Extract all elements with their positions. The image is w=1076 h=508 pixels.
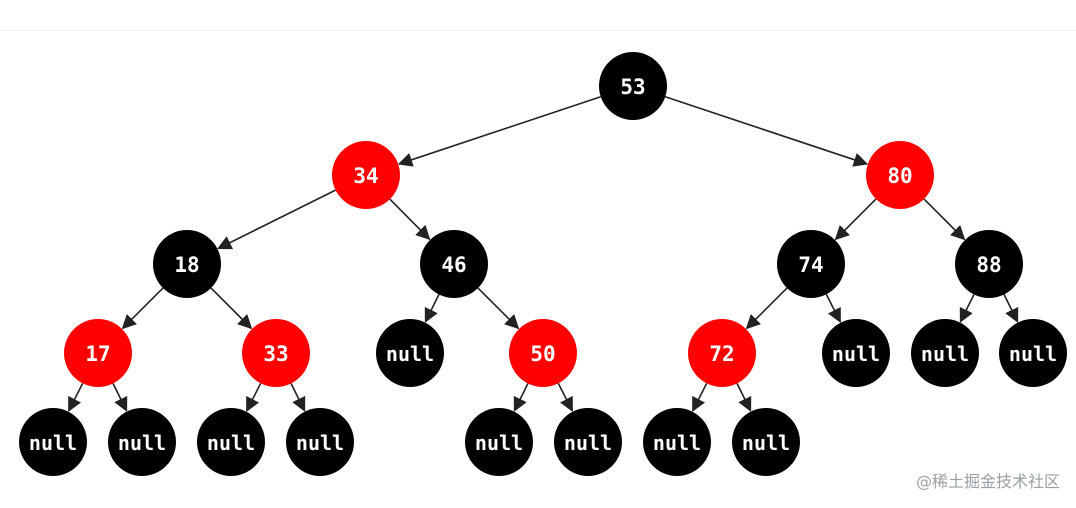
node-circle-n88l xyxy=(911,319,979,387)
edge-n88-n88r xyxy=(1003,294,1019,323)
tree-node-n17l: null xyxy=(19,408,87,476)
top-band xyxy=(0,0,1076,31)
node-circle-n18 xyxy=(153,230,221,298)
edge-n74-n72 xyxy=(745,287,788,330)
tree-node-n34: 34 xyxy=(332,141,400,209)
tree-node-n33: 33 xyxy=(242,319,310,387)
edge-n46-n50 xyxy=(477,287,520,330)
node-circle-n74r xyxy=(822,319,890,387)
node-label-n72: 72 xyxy=(709,342,734,366)
node-label-n50l: null xyxy=(475,431,523,455)
tree-node-n33r: null xyxy=(286,408,354,476)
node-label-n33l: null xyxy=(207,431,255,455)
edge-n74-n74r xyxy=(825,293,841,324)
tree-node-n46l: null xyxy=(376,319,444,387)
node-circle-n17r xyxy=(108,408,176,476)
tree-node-n74r: null xyxy=(822,319,890,387)
node-circle-n72l xyxy=(643,408,711,476)
edge-n88-n88l xyxy=(959,294,975,323)
edge-n50-n50l xyxy=(513,383,529,412)
edge-n46-n46l xyxy=(424,294,440,323)
tree-node-n72r: null xyxy=(732,408,800,476)
edge-n72-n72l xyxy=(692,382,708,413)
node-label-n50: 50 xyxy=(530,342,555,366)
tree-node-n18: 18 xyxy=(153,230,221,298)
tree-node-n50l: null xyxy=(465,408,533,476)
edge-n33-n33r xyxy=(290,383,306,412)
tree-node-n88l: null xyxy=(911,319,979,387)
edge-n50-n50r xyxy=(557,382,573,413)
node-label-n72l: null xyxy=(653,431,701,455)
edge-n18-n17 xyxy=(121,287,164,330)
node-circle-n53 xyxy=(599,52,667,120)
node-circle-n50l xyxy=(465,408,533,476)
edge-n17-n17l xyxy=(68,382,84,413)
edges-layer xyxy=(68,95,1019,413)
node-label-n50r: null xyxy=(564,431,612,455)
node-label-n53: 53 xyxy=(620,75,645,99)
node-label-n33r: null xyxy=(296,431,344,455)
node-circle-n72r xyxy=(732,408,800,476)
edge-n80-n74 xyxy=(834,198,877,241)
edge-n17-n17r xyxy=(112,383,128,412)
tree-node-n17r: null xyxy=(108,408,176,476)
node-circle-n17l xyxy=(19,408,87,476)
tree-node-n80: 80 xyxy=(866,141,934,209)
node-label-n88: 88 xyxy=(976,253,1001,277)
node-label-n34: 34 xyxy=(353,164,378,188)
tree-node-n74: 74 xyxy=(777,230,845,298)
tree-node-n88: 88 xyxy=(955,230,1023,298)
node-label-n17r: null xyxy=(118,431,166,455)
edge-n53-n80 xyxy=(665,95,869,167)
watermark: @稀土掘金技术社区 xyxy=(915,472,1060,491)
tree-node-n46: 46 xyxy=(420,230,488,298)
node-label-n74: 74 xyxy=(798,253,823,277)
node-label-n46: 46 xyxy=(441,253,466,277)
node-circle-n17 xyxy=(64,319,132,387)
node-circle-n50r xyxy=(554,408,622,476)
edge-n80-n88 xyxy=(923,198,966,241)
node-circle-n46 xyxy=(420,230,488,298)
node-circle-n88 xyxy=(955,230,1023,298)
node-label-n33: 33 xyxy=(263,342,288,366)
tree-node-n50r: null xyxy=(554,408,622,476)
edge-n53-n34 xyxy=(397,95,601,167)
edge-n18-n33 xyxy=(210,287,253,330)
node-circle-n88r xyxy=(999,319,1067,387)
tree-node-n50: 50 xyxy=(509,319,577,387)
node-circle-n33 xyxy=(242,319,310,387)
node-label-n88r: null xyxy=(1009,342,1057,366)
node-label-n18: 18 xyxy=(174,253,199,277)
nodes-layer: 53 34 80 18 46 74 88 17 33 null 50 72 null null null nu… xyxy=(19,52,1067,476)
node-circle-n33r xyxy=(286,408,354,476)
tree-node-n17: 17 xyxy=(64,319,132,387)
edge-n33-n33l xyxy=(246,382,262,413)
edge-n72-n72r xyxy=(736,383,752,412)
node-circle-n80 xyxy=(866,141,934,209)
node-label-n72r: null xyxy=(742,431,790,455)
node-label-n46l: null xyxy=(386,342,434,366)
node-label-n17: 17 xyxy=(85,342,110,366)
node-circle-n74 xyxy=(777,230,845,298)
node-label-n74r: null xyxy=(832,342,880,366)
node-circle-n72 xyxy=(688,319,756,387)
node-circle-n50 xyxy=(509,319,577,387)
edge-n34-n18 xyxy=(217,189,336,250)
node-label-n17l: null xyxy=(29,431,77,455)
tree-node-n72l: null xyxy=(643,408,711,476)
node-circle-n46l xyxy=(376,319,444,387)
tree-node-n88r: null xyxy=(999,319,1067,387)
tree-node-n33l: null xyxy=(197,408,265,476)
node-label-n88l: null xyxy=(921,342,969,366)
node-label-n80: 80 xyxy=(887,164,912,188)
tree-node-n72: 72 xyxy=(688,319,756,387)
node-circle-n33l xyxy=(197,408,265,476)
tree-node-n53: 53 xyxy=(599,52,667,120)
edge-n34-n46 xyxy=(389,198,431,241)
node-circle-n34 xyxy=(332,141,400,209)
